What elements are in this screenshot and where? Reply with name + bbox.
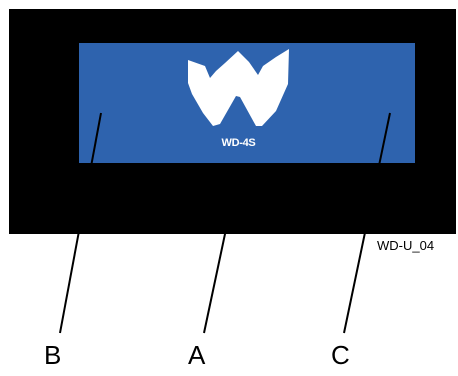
leader-line-c: [343, 112, 391, 334]
callout-label-c: C: [331, 340, 350, 370]
w-logo-shape: [188, 49, 289, 126]
figure-id: WD-U_04: [377, 238, 435, 253]
leader-line-b: [59, 112, 102, 334]
leader-line-a: [203, 167, 240, 334]
model-label: WD-4S: [221, 137, 256, 149]
callout-label-b: B: [44, 340, 62, 370]
callout-label-a: A: [188, 340, 206, 370]
